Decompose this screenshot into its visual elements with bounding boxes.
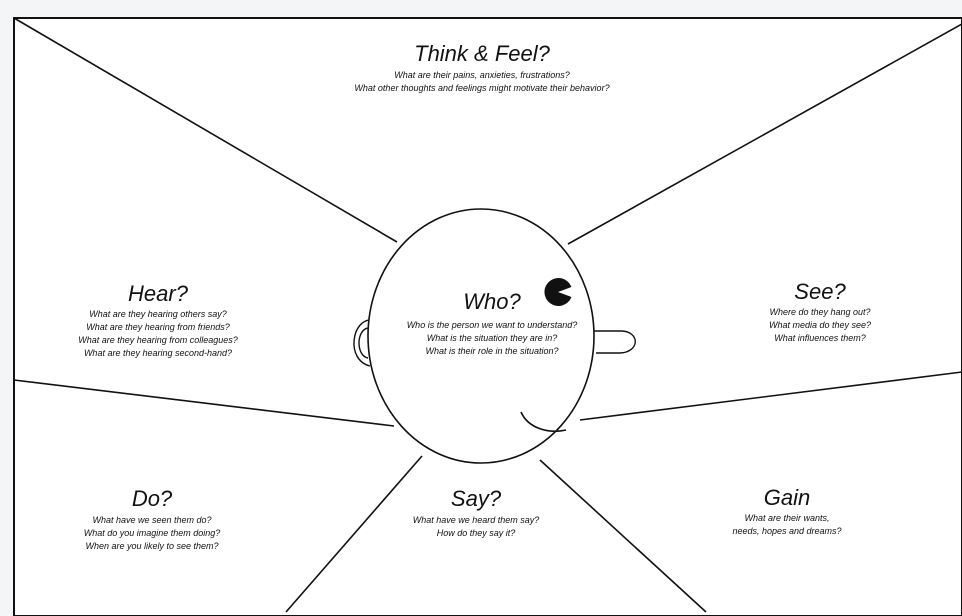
- hear-question: What are they hearing others say?: [89, 309, 227, 319]
- nose-icon: [592, 331, 635, 353]
- see-question: What influences them?: [774, 333, 866, 343]
- think-feel-question: What are their pains, anxieties, frustra…: [394, 70, 570, 80]
- say-question: How do they say it?: [437, 528, 516, 538]
- who-question: What is their role in the situation?: [425, 346, 558, 356]
- think-feel-question: What other thoughts and feelings might m…: [354, 83, 609, 93]
- hear-question: What are they hearing from colleagues?: [78, 335, 238, 345]
- do-question: What have we seen them do?: [92, 515, 211, 525]
- hear-question: What are they hearing from friends?: [86, 322, 230, 332]
- gain-title: Gain: [764, 485, 810, 510]
- gain-question: What are their wants,: [744, 513, 829, 523]
- see-question: Where do they hang out?: [769, 307, 870, 317]
- who-title: Who?: [463, 289, 521, 314]
- say-title: Say?: [451, 486, 502, 511]
- do-question: What do you imagine them doing?: [84, 528, 221, 538]
- do-title: Do?: [132, 486, 173, 511]
- do-question: When are you likely to see them?: [85, 541, 218, 551]
- who-question: What is the situation they are in?: [427, 333, 558, 343]
- think-feel-title: Think & Feel?: [414, 41, 550, 66]
- say-question: What have we heard them say?: [413, 515, 540, 525]
- hear-question: What are they hearing second-hand?: [84, 348, 232, 358]
- gain-question: needs, hopes and dreams?: [732, 526, 841, 536]
- hear-title: Hear?: [128, 281, 189, 306]
- see-title: See?: [794, 279, 846, 304]
- see-question: What media do they see?: [769, 320, 871, 330]
- who-question: Who is the person we want to understand?: [407, 320, 578, 330]
